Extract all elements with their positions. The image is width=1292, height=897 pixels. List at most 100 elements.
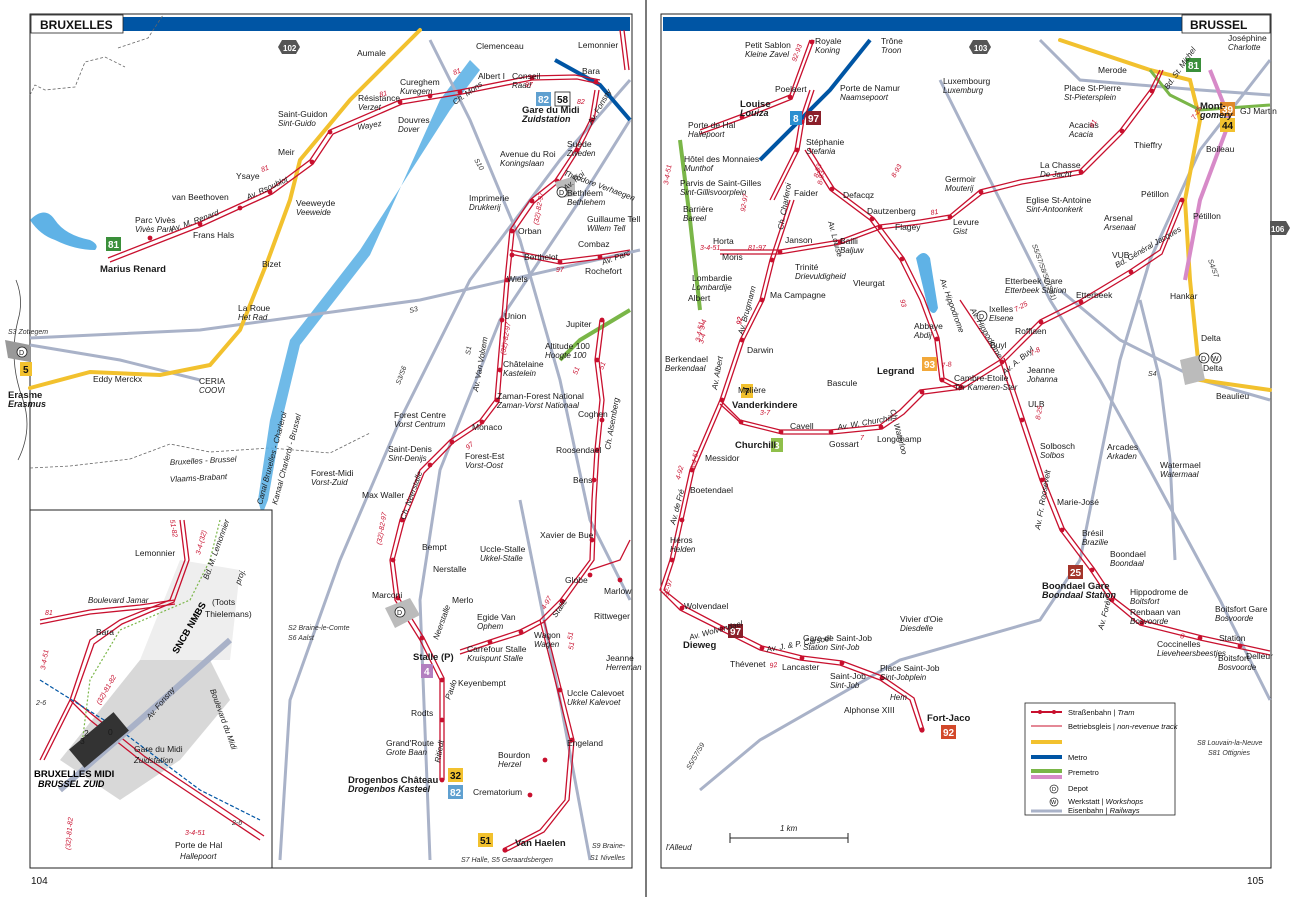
stop-label-van_beethoven[interactable]: van Beethoven [172,192,229,202]
stop-label-delta[interactable]: Delta [1201,333,1221,343]
stop-label-imprimerie[interactable]: Imprimerie [469,193,509,203]
page-ref-103[interactable]: 103 [969,40,991,54]
stop-label-watermael[interactable]: Watermael [1160,460,1201,470]
line-badge-b39[interactable]: 39 [1220,102,1235,116]
page-ref-106[interactable]: 106 [1270,221,1290,235]
stop-label-avenue_roi[interactable]: Avenue du Roi [500,149,556,159]
stop-label-trinite[interactable]: Trinité [795,262,819,272]
stop-label-max_waller[interactable]: Max Waller [362,490,404,500]
stop-label-rochefort[interactable]: Rochefort [585,266,622,276]
stop-label-coghen[interactable]: Coghen [578,409,608,419]
stop-label-hotel_monnaies[interactable]: Hôtel des Monnaies [684,154,759,164]
stop-label-morris[interactable]: Moris [722,252,743,262]
stop-label-barriere[interactable]: Barrière [683,204,714,214]
stop-label-coccinelles[interactable]: Coccinelles [1157,639,1200,649]
stop-label-delta_depot[interactable]: Delta [1203,363,1223,373]
stop-label-douvres[interactable]: Douvres [398,115,430,125]
stop-label-horta[interactable]: Horta [713,236,734,246]
stop-label-bempt[interactable]: Bempt [422,542,447,552]
line-badge-b81r[interactable]: 81 [1186,58,1201,72]
stop-label-eddy_merckx[interactable]: Eddy Merckx [93,374,143,384]
stop-label-engeland[interactable]: Engeland [567,738,603,748]
stop-label-montgomery[interactable]: Mont- [1200,101,1226,112]
stop-label-roosendael[interactable]: Roosendael [556,445,601,455]
stop-label-levure[interactable]: Levure [953,217,979,227]
stop-label-carrefour_stalle[interactable]: Carrefour Stalle [467,644,527,654]
stop-label-orban[interactable]: Orban [518,226,542,236]
stop-label-churchill[interactable]: Churchill [735,440,776,451]
stop-label-dieweg[interactable]: Dieweg [683,640,716,651]
stop-label-louise[interactable]: Louise [740,99,771,110]
stop-label-bizet[interactable]: Bizet [262,259,282,269]
stop-label-gossart[interactable]: Gossart [829,439,859,449]
stop-label-parvis_st_gilles[interactable]: Parvis de Saint-Gilles [680,178,761,188]
line-badge-b51[interactable]: 51 [478,833,493,847]
stop-label-bara[interactable]: Bara [582,66,600,76]
stop-label-merlo[interactable]: Merlo [452,595,474,605]
stop-label-bethleem[interactable]: Bethléem [567,188,603,198]
stop-label-conseil[interactable]: Conseil [512,71,540,81]
stop-label-erasme[interactable]: Erasme [8,390,42,401]
stop-label-boondael_gare[interactable]: Boondael Gare [1042,581,1110,592]
stop-label-poelaert[interactable]: Poelaert [775,84,807,94]
line-badge-b4[interactable]: 4 [421,664,433,678]
stop-label-rittweger[interactable]: Rittweger [594,611,630,621]
stop-label-gj_martin[interactable]: GJ Martin [1240,106,1277,116]
stop-label-dautzenberg[interactable]: Dautzenberg [867,206,916,216]
stop-label-lancaster[interactable]: Lancaster [782,662,819,672]
stop-label-uccle_calevoet[interactable]: Uccle Calevoet [567,688,625,698]
stop-label-marlow[interactable]: Marlow [604,586,632,596]
stop-label-luxembourg[interactable]: Luxembourg [943,76,991,86]
stop-label-wiels[interactable]: Wiels [507,274,528,284]
stop-label-marie_jose[interactable]: Marie-José [1057,497,1099,507]
stop-label-heros[interactable]: Héros [670,535,693,545]
stop-label-royale[interactable]: Royale [815,36,842,46]
stop-label-wagon[interactable]: Wagon [534,630,561,640]
stop-label-delleur[interactable]: Delleur [1246,651,1273,661]
stop-label-ulb[interactable]: ULB [1028,399,1045,409]
stop-label-nerstalle[interactable]: Nerstalle [433,564,467,574]
stop-label-xavier_bue[interactable]: Xavier de Bue [540,530,594,540]
stop-label-hippodrome2[interactable]: Renbaan van [1130,607,1181,617]
stop-label-crematorium[interactable]: Crematorium [473,787,522,797]
stop-label-petillon2[interactable]: Pétillon [1193,211,1221,221]
stop-label-albert[interactable]: Albert [688,293,711,303]
stop-label-hippodrome[interactable]: Hippodrome de [1130,587,1188,597]
stop-label-egide_van_ophem[interactable]: Egide Van [477,612,516,622]
stop-label-uccle_stalle[interactable]: Uccle-Stalle [480,544,526,554]
stop-label-stalle_p[interactable]: Stalle (P) [413,652,454,663]
stop-label-saint_denis[interactable]: Saint-Denis [388,444,432,454]
line-badge-b58[interactable]: 58 [554,91,571,107]
stop-label-van_haelen[interactable]: Van Haelen [515,838,566,849]
stop-label-lombardie[interactable]: Lombardie [692,273,732,283]
line-badge-b92[interactable]: 92 [941,725,956,739]
stop-label-cureghem[interactable]: Cureghem [400,77,440,87]
stop-label-gare_midi[interactable]: Gare du Midi [522,105,580,116]
stop-label-place_st_job[interactable]: Place Saint-Job [880,663,940,673]
stop-label-lemonnier[interactable]: Lemonnier [578,40,618,50]
line-badge-b44[interactable]: 44 [1220,118,1235,132]
stop-label-place_st_pierre[interactable]: Place St-Pierre [1064,83,1121,93]
stop-label-berkendael[interactable]: Berkendael [665,354,708,364]
stop-label-boitsfort[interactable]: Boitsfort [1218,653,1250,663]
line-badge-b97b[interactable]: 97 [728,624,743,638]
stop-label-clemenceau[interactable]: Clemenceau [476,41,524,51]
stop-label-combaz[interactable]: Combaz [578,239,610,249]
stop-label-faider[interactable]: Faider [794,188,818,198]
stop-label-darwin[interactable]: Darwin [747,345,774,355]
stop-label-marconi[interactable]: Marconi [372,590,402,600]
stop-label-bascule[interactable]: Bascule [827,378,858,388]
stop-label-boitsfort_gare2[interactable]: Station [1219,633,1246,643]
stop-label-keyenbempt[interactable]: Keyenbempt [458,678,506,688]
stop-label-vanderkindere[interactable]: Vanderkindere [732,400,797,411]
stop-label-ysaye[interactable]: Ysaye [236,171,260,181]
stop-label-zaman_forest[interactable]: Zaman-Forest National [497,391,584,401]
stop-label-legrand[interactable]: Legrand [877,366,915,377]
stop-label-globe[interactable]: Globe [565,575,588,585]
stop-label-petillon1[interactable]: Pétillon [1141,189,1169,199]
stop-label-jupiter[interactable]: Jupiter [566,319,592,329]
stop-label-meir[interactable]: Meir [278,147,295,157]
line-badge-b25[interactable]: 25 [1068,565,1083,579]
stop-label-frans_hals[interactable]: Frans Hals [193,230,234,240]
stop-label-hankar[interactable]: Hankar [1170,291,1198,301]
